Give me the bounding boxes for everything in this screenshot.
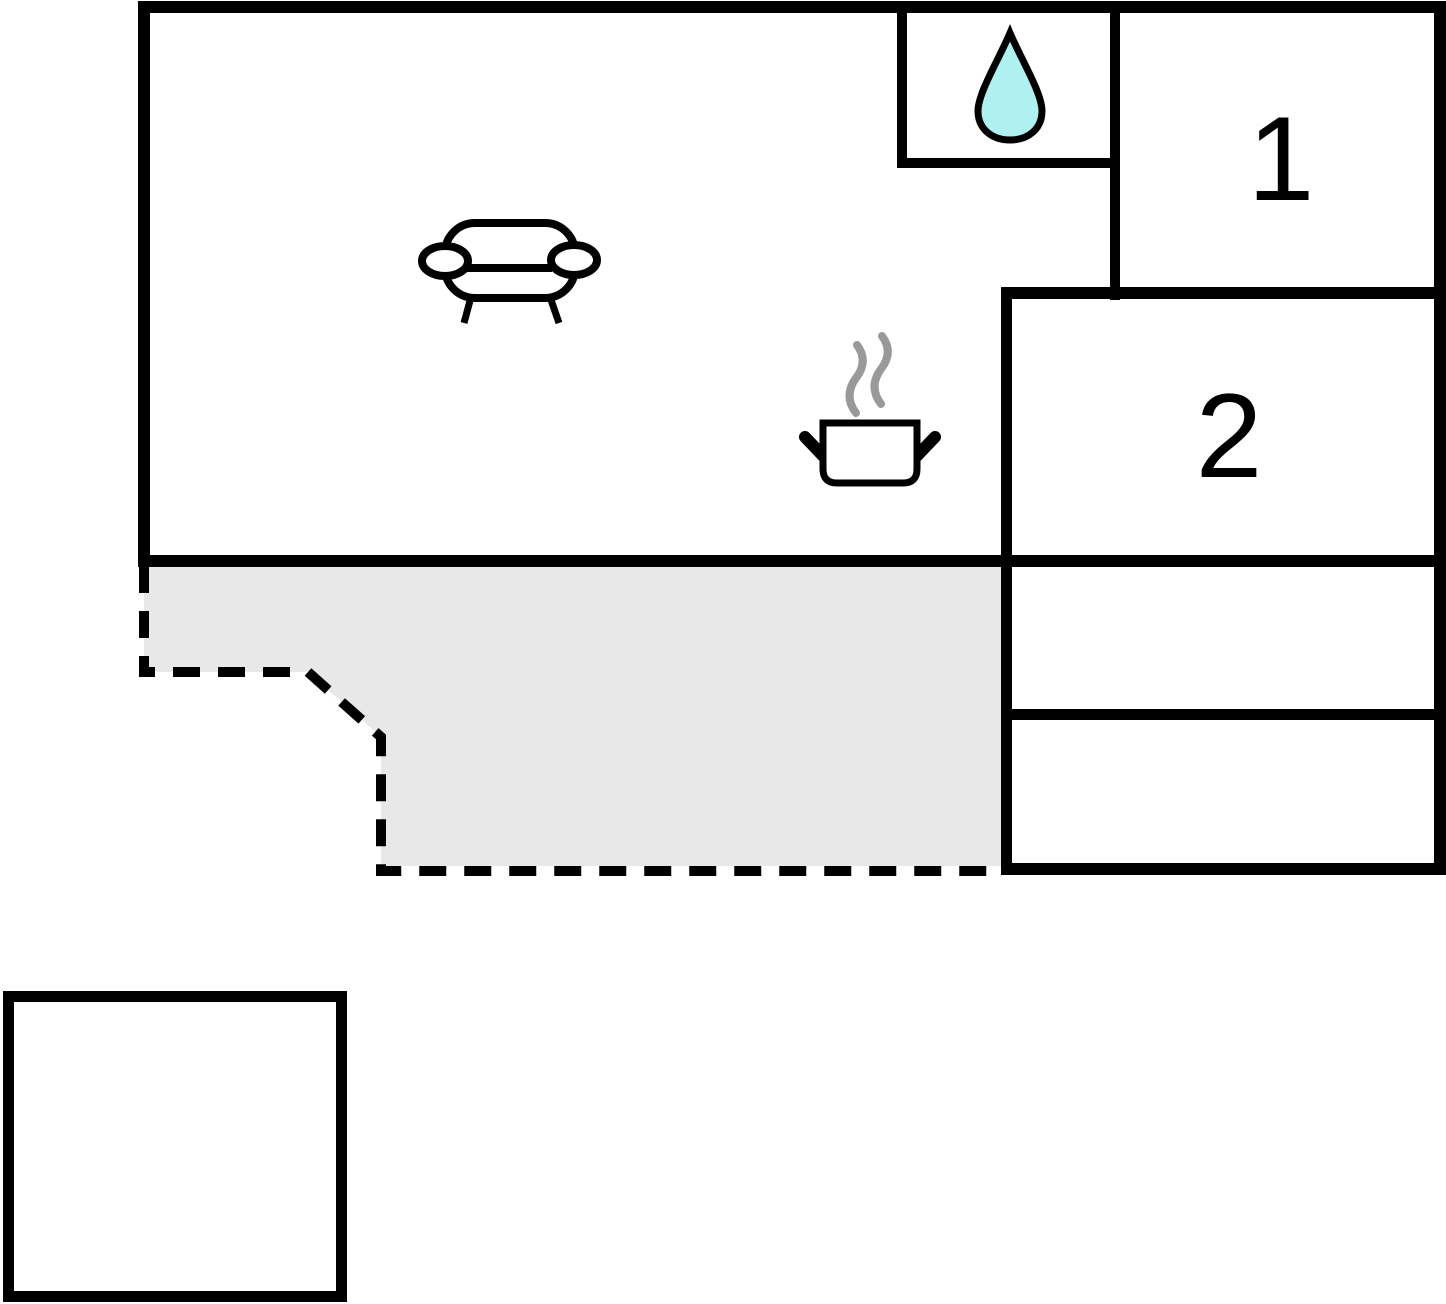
water-drop-icon (974, 24, 1046, 144)
sofa-armrest-left (418, 242, 472, 280)
wall-rooms-divider (1001, 709, 1446, 720)
annex-outline (3, 991, 347, 1302)
steam-line-left (845, 341, 867, 417)
sofa-leg-right (546, 295, 563, 325)
sofa-icon (418, 219, 601, 325)
room-1-label: 1 (1248, 92, 1315, 226)
wall-room2-top (1001, 287, 1446, 299)
wall-bathroom-bottom (897, 158, 1120, 168)
walls (138, 1, 1446, 875)
steam-line-right (870, 332, 892, 408)
sofa-armrest-right (547, 241, 601, 279)
terrace-area (144, 560, 1012, 866)
wall-outer-right (1434, 1, 1446, 875)
pot-body (819, 419, 921, 487)
cooking-pot-icon (799, 332, 941, 487)
terrace-dashed-boundary (139, 566, 1002, 876)
wall-bathroom-left (897, 1, 907, 168)
wall-room1-left (1110, 1, 1120, 300)
wall-rooms-left (1001, 287, 1012, 875)
room-2-label: 2 (1196, 369, 1263, 503)
wall-outer-top (138, 1, 1446, 13)
wall-living-bottom (138, 555, 1446, 567)
sofa-leg-left (460, 296, 475, 324)
wall-outer-left (138, 1, 150, 567)
wall-rooms-bottom (1001, 863, 1446, 875)
